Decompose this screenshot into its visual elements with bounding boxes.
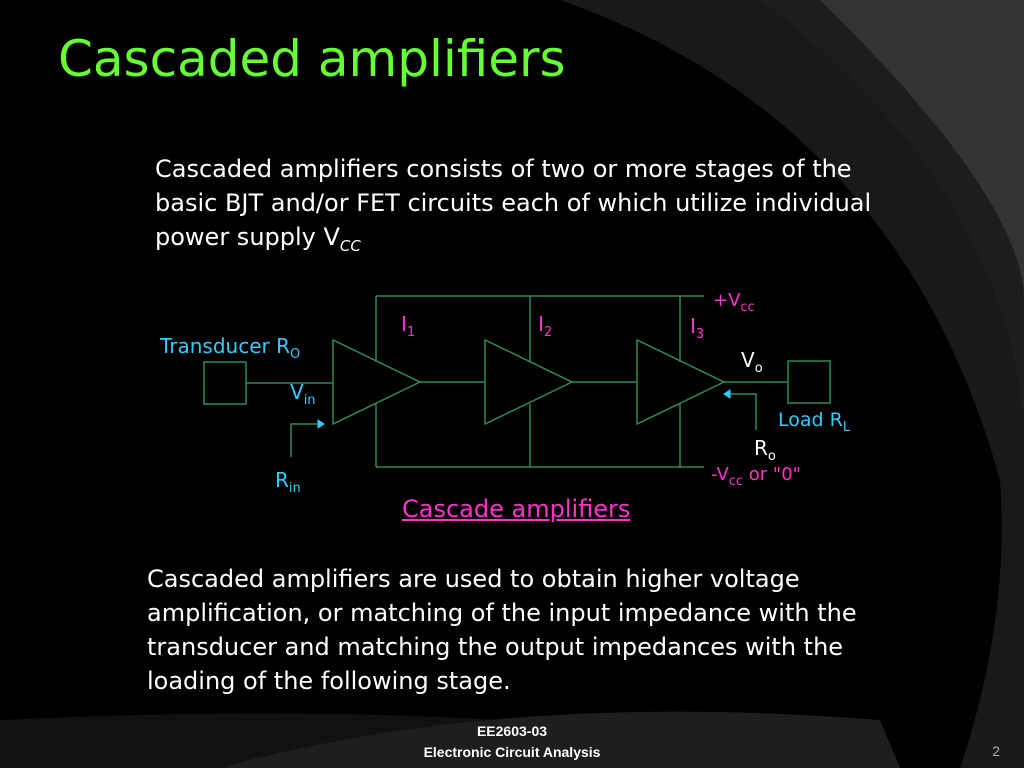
i3-label: I3: [690, 314, 705, 342]
diagram-caption: Cascade amplifiers: [402, 495, 631, 523]
intro-paragraph: Cascaded amplifiers consists of two or m…: [155, 152, 875, 263]
vcc-positive-label: +Vcc: [713, 290, 755, 315]
rin-label: Rin: [275, 468, 301, 496]
amplifier-stage-2: [484, 338, 574, 426]
ro-label: Ro: [754, 436, 776, 464]
i1-label: I1: [401, 312, 416, 340]
footer-course-name: Electronic Circuit Analysis: [423, 744, 601, 760]
usage-paragraph: Cascaded amplifiers are used to obtain h…: [147, 565, 857, 695]
page-number: 2: [992, 743, 1000, 759]
footer-course-code: EE2603-03: [476, 723, 548, 739]
load-label: Load RL: [778, 409, 851, 435]
transducer-label: Transducer RO: [160, 334, 301, 362]
amplifier-stage-1: [332, 338, 422, 426]
intro-text: Cascaded amplifiers consists of two or m…: [155, 155, 872, 251]
load-box: [787, 360, 831, 404]
vo-label: Vo: [741, 348, 763, 376]
vin-label: Vin: [290, 380, 316, 408]
intro-subscript: CC: [339, 237, 361, 255]
transducer-box: [203, 361, 247, 405]
i2-label: I2: [538, 312, 553, 340]
vcc-negative-label: -Vcc or "0": [711, 464, 801, 489]
page-title: Cascaded amplifiers: [58, 30, 566, 88]
